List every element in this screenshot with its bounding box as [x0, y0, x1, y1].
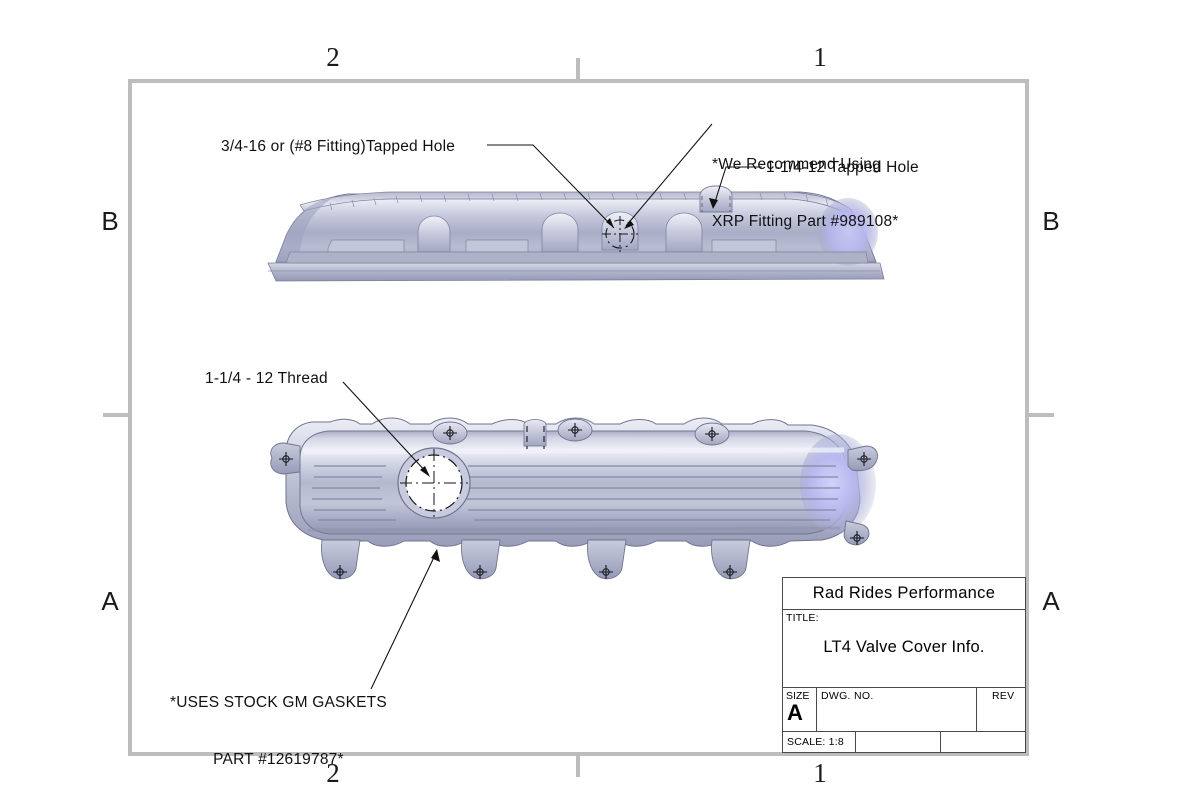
title-block: Rad Rides Performance TITLE: LT4 Valve C…	[782, 577, 1026, 753]
annotation-gaskets-line2: PART #12619787*	[213, 751, 344, 768]
title-block-size-label: SIZE	[786, 690, 810, 702]
annotation-gaskets: *USES STOCK GM GASKETS PART #12619787*	[170, 655, 387, 807]
leader-arrow-tapped-hole	[606, 218, 614, 228]
leader-thread	[342, 381, 429, 475]
zone-tick-left	[103, 413, 132, 417]
plan-body	[299, 430, 849, 535]
zone-tick-bottom	[576, 752, 580, 777]
title-block-rev-label: REV	[992, 690, 1015, 702]
plan-outer-rim	[285, 417, 861, 547]
zone-label-top-2: 2	[326, 42, 340, 72]
plan-breather-boss	[523, 419, 547, 449]
plan-ribs-right	[465, 465, 840, 521]
title-block-rev-cell: REV	[977, 688, 1025, 731]
title-block-bottom-row: SCALE: 1:8	[783, 732, 1025, 753]
title-block-size-value: A	[787, 700, 803, 725]
leader-arrow-thread	[420, 466, 430, 477]
annotation-xrp-line1: *We Recommend Using	[712, 156, 881, 173]
plan-hole-bore	[405, 454, 463, 512]
annotation-xrp-fitting: *We Recommend Using XRP Fitting Part #98…	[712, 117, 899, 269]
zone-label-right-b: B	[1042, 206, 1060, 236]
elevation-pads	[327, 239, 777, 253]
zone-label-bottom-2: 2	[326, 758, 340, 788]
annotation-gaskets-line1: *USES STOCK GM GASKETS	[170, 694, 387, 711]
elevation-left-corner-shade	[276, 196, 336, 262]
frame-right-edge	[1025, 79, 1029, 756]
frame-left-edge	[128, 79, 132, 756]
leader-arrow-gaskets	[431, 549, 440, 562]
title-block-blank-cell-1	[856, 732, 941, 753]
annotation-tapped-hole-12: 1-1/4-12 Tapped Hole	[766, 159, 919, 176]
plan-upper-bosses	[432, 418, 730, 446]
title-block-scale-label: SCALE: 1:8	[787, 736, 844, 748]
title-block-blank-cell-2	[941, 732, 1025, 753]
plan-hole-boss	[397, 447, 471, 519]
title-block-title-value: LT4 Valve Cover Info.	[823, 638, 985, 656]
elevation-tapped-hole-detail	[602, 216, 638, 252]
plan-ribs-left	[312, 465, 396, 521]
plan-corner-ears	[270, 442, 878, 546]
elevation-lobes	[417, 211, 703, 253]
title-block-company: Rad Rides Performance	[783, 578, 1025, 610]
zone-label-bottom-1: 1	[813, 758, 827, 788]
plan-bottom-shade	[307, 526, 841, 532]
annotation-tapped-hole: 3/4-16 or (#8 Fitting)Tapped Hole	[221, 138, 456, 155]
zone-tick-right	[1025, 413, 1054, 417]
plan-mounting-tabs	[321, 539, 751, 580]
annotation-thread: 1-1/4 - 12 Thread	[205, 370, 328, 387]
title-block-mid-row: SIZE A DWG. NO. REV	[783, 688, 1025, 732]
leader-tapped-hole	[487, 144, 615, 229]
title-block-title-label: TITLE:	[786, 612, 819, 624]
zone-label-left-a: A	[101, 586, 119, 616]
leader-xrp-fitting	[625, 123, 713, 227]
title-block-dwg-label: DWG. NO.	[821, 690, 874, 702]
zone-label-right-a: A	[1042, 586, 1060, 616]
leader-arrow-xrp	[624, 220, 634, 229]
title-block-title-row: TITLE: LT4 Valve Cover Info.	[783, 610, 1025, 688]
plan-top-highlight	[303, 447, 845, 455]
zone-tick-top	[576, 58, 580, 83]
plan-right-end-highlight	[800, 434, 876, 534]
title-block-dwg-cell: DWG. NO.	[817, 688, 977, 731]
annotation-xrp-line2: XRP Fitting Part #989108*	[712, 213, 899, 230]
title-block-size-cell: SIZE A	[783, 688, 817, 731]
zone-label-top-1: 1	[813, 42, 827, 72]
plan-threaded-hole	[397, 447, 471, 519]
title-block-scale-cell: SCALE: 1:8	[783, 732, 856, 753]
zone-label-left-b: B	[101, 206, 119, 236]
